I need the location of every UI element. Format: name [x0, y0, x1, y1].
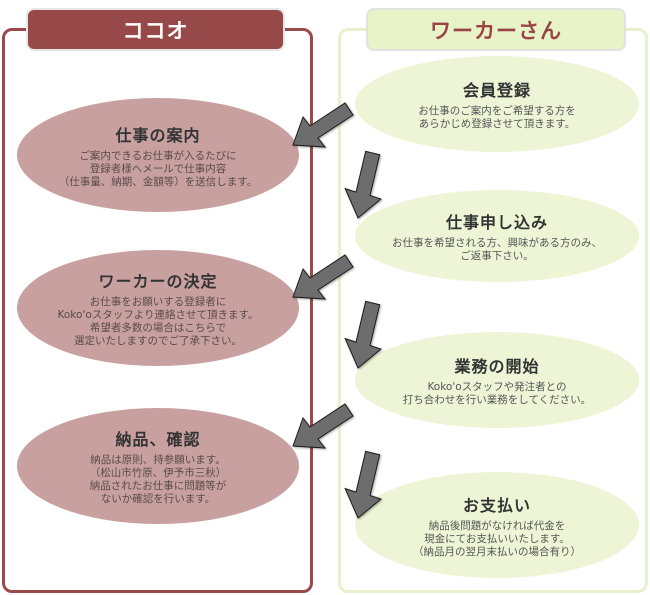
koko-header: ココオ — [26, 8, 285, 51]
worker-header: ワーカーさん — [366, 8, 626, 51]
step-description: お仕事をお願いする登録者に Koko'oスタッフより連絡させて頂きます。 希望者… — [57, 296, 259, 347]
step-delivery-check: 納品、確認 納品は原則、持参願います。 （松山市竹原、伊予市三秋） 納品されたお… — [17, 408, 299, 524]
step-title: 仕事申し込み — [445, 213, 548, 232]
step-description: Koko'oスタッフや発注者との 打ち合わせを行い業務をしてください。 — [402, 381, 592, 406]
step-title: お支払い — [462, 495, 531, 515]
koko-header-label: ココオ — [122, 18, 189, 43]
step-description: 納品後問題がなければ代金を 現金にてお支払いいたします。 （納品月の翌月末払いの… — [413, 519, 581, 558]
step-job-notice: 仕事の案内 ご案内できるお仕事が入るたびに 登録者様へメールで仕事内容 （仕事量… — [17, 98, 299, 212]
step-description: 納品は原則、持参願います。 （松山市竹原、伊予市三秋） 納品されたお仕事に問題等… — [89, 454, 227, 505]
step-member-registration: 会員登録 お仕事のご案内をご希望する方を あらかじめ登録させて頂きます。 — [355, 56, 639, 152]
step-title: 納品、確認 — [115, 430, 201, 449]
step-title: 会員登録 — [462, 81, 531, 100]
worker-header-label: ワーカーさん — [430, 18, 562, 43]
step-title: 仕事の案内 — [115, 125, 201, 145]
step-work-start: 業務の開始 Koko'oスタッフや発注者との 打ち合わせを行い業務をしてください… — [355, 332, 639, 428]
step-title: ワーカーの決定 — [98, 272, 218, 291]
step-job-application: 仕事申し込み お仕事を希望される方、興味がある方のみ、 ご返事下さい。 — [355, 190, 639, 282]
step-description: お仕事のご案内をご希望する方を あらかじめ登録させて頂きます。 — [418, 105, 576, 130]
step-payment: お支払い 納品後問題がなければ代金を 現金にてお支払いいたします。 （納品月の翌… — [355, 472, 639, 578]
step-title: 業務の開始 — [454, 357, 540, 376]
step-worker-selection: ワーカーの決定 お仕事をお願いする登録者に Koko'oスタッフより連絡させて頂… — [17, 250, 299, 366]
step-description: お仕事を希望される方、興味がある方のみ、 ご返事下さい。 — [392, 237, 602, 262]
step-description: ご案内できるお仕事が入るたびに 登録者様へメールで仕事内容 （仕事量、納期、金額… — [58, 149, 258, 188]
